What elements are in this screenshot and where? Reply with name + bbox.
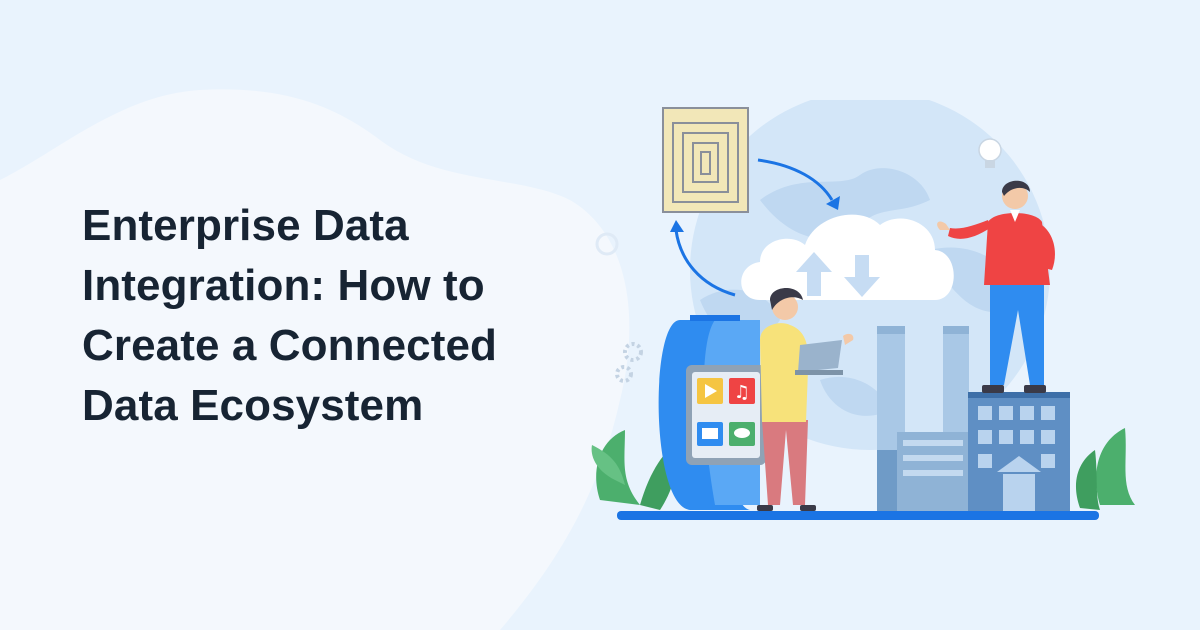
arrow-chip-to-cloud-icon [757, 158, 840, 210]
mail-icon [697, 422, 723, 446]
play-icon [697, 378, 723, 404]
title-line-2: Integration: How to [82, 261, 485, 310]
plant-icon [591, 428, 1135, 510]
upload-arrow-icon [796, 252, 832, 296]
woman-figure [757, 287, 854, 511]
chat-icon [729, 422, 755, 446]
download-arrow-icon [844, 255, 880, 297]
lightbulb-icon [978, 138, 1002, 168]
decorative-circle [595, 232, 619, 256]
arrow-cloud-to-chip-icon [670, 220, 736, 297]
data-integration-illustration: ♫ [591, 100, 1135, 520]
music-icon: ♫ [729, 378, 755, 404]
page-title: Enterprise Data Integration: How to Crea… [82, 196, 602, 436]
building-icon [968, 392, 1070, 511]
title-line-1: Enterprise Data [82, 201, 409, 250]
smartwatch-screen: ♫ [686, 365, 766, 465]
man-figure [937, 180, 1055, 393]
title-line-3: Create a Connected [82, 321, 498, 370]
gear-icon [615, 342, 643, 383]
chip-icon [662, 107, 749, 213]
factory-icon [877, 326, 969, 511]
cloud-icon [741, 214, 954, 300]
svg-text:♫: ♫ [734, 382, 750, 403]
laptop-icon [795, 340, 843, 375]
title-line-4: Data Ecosystem [82, 381, 424, 430]
